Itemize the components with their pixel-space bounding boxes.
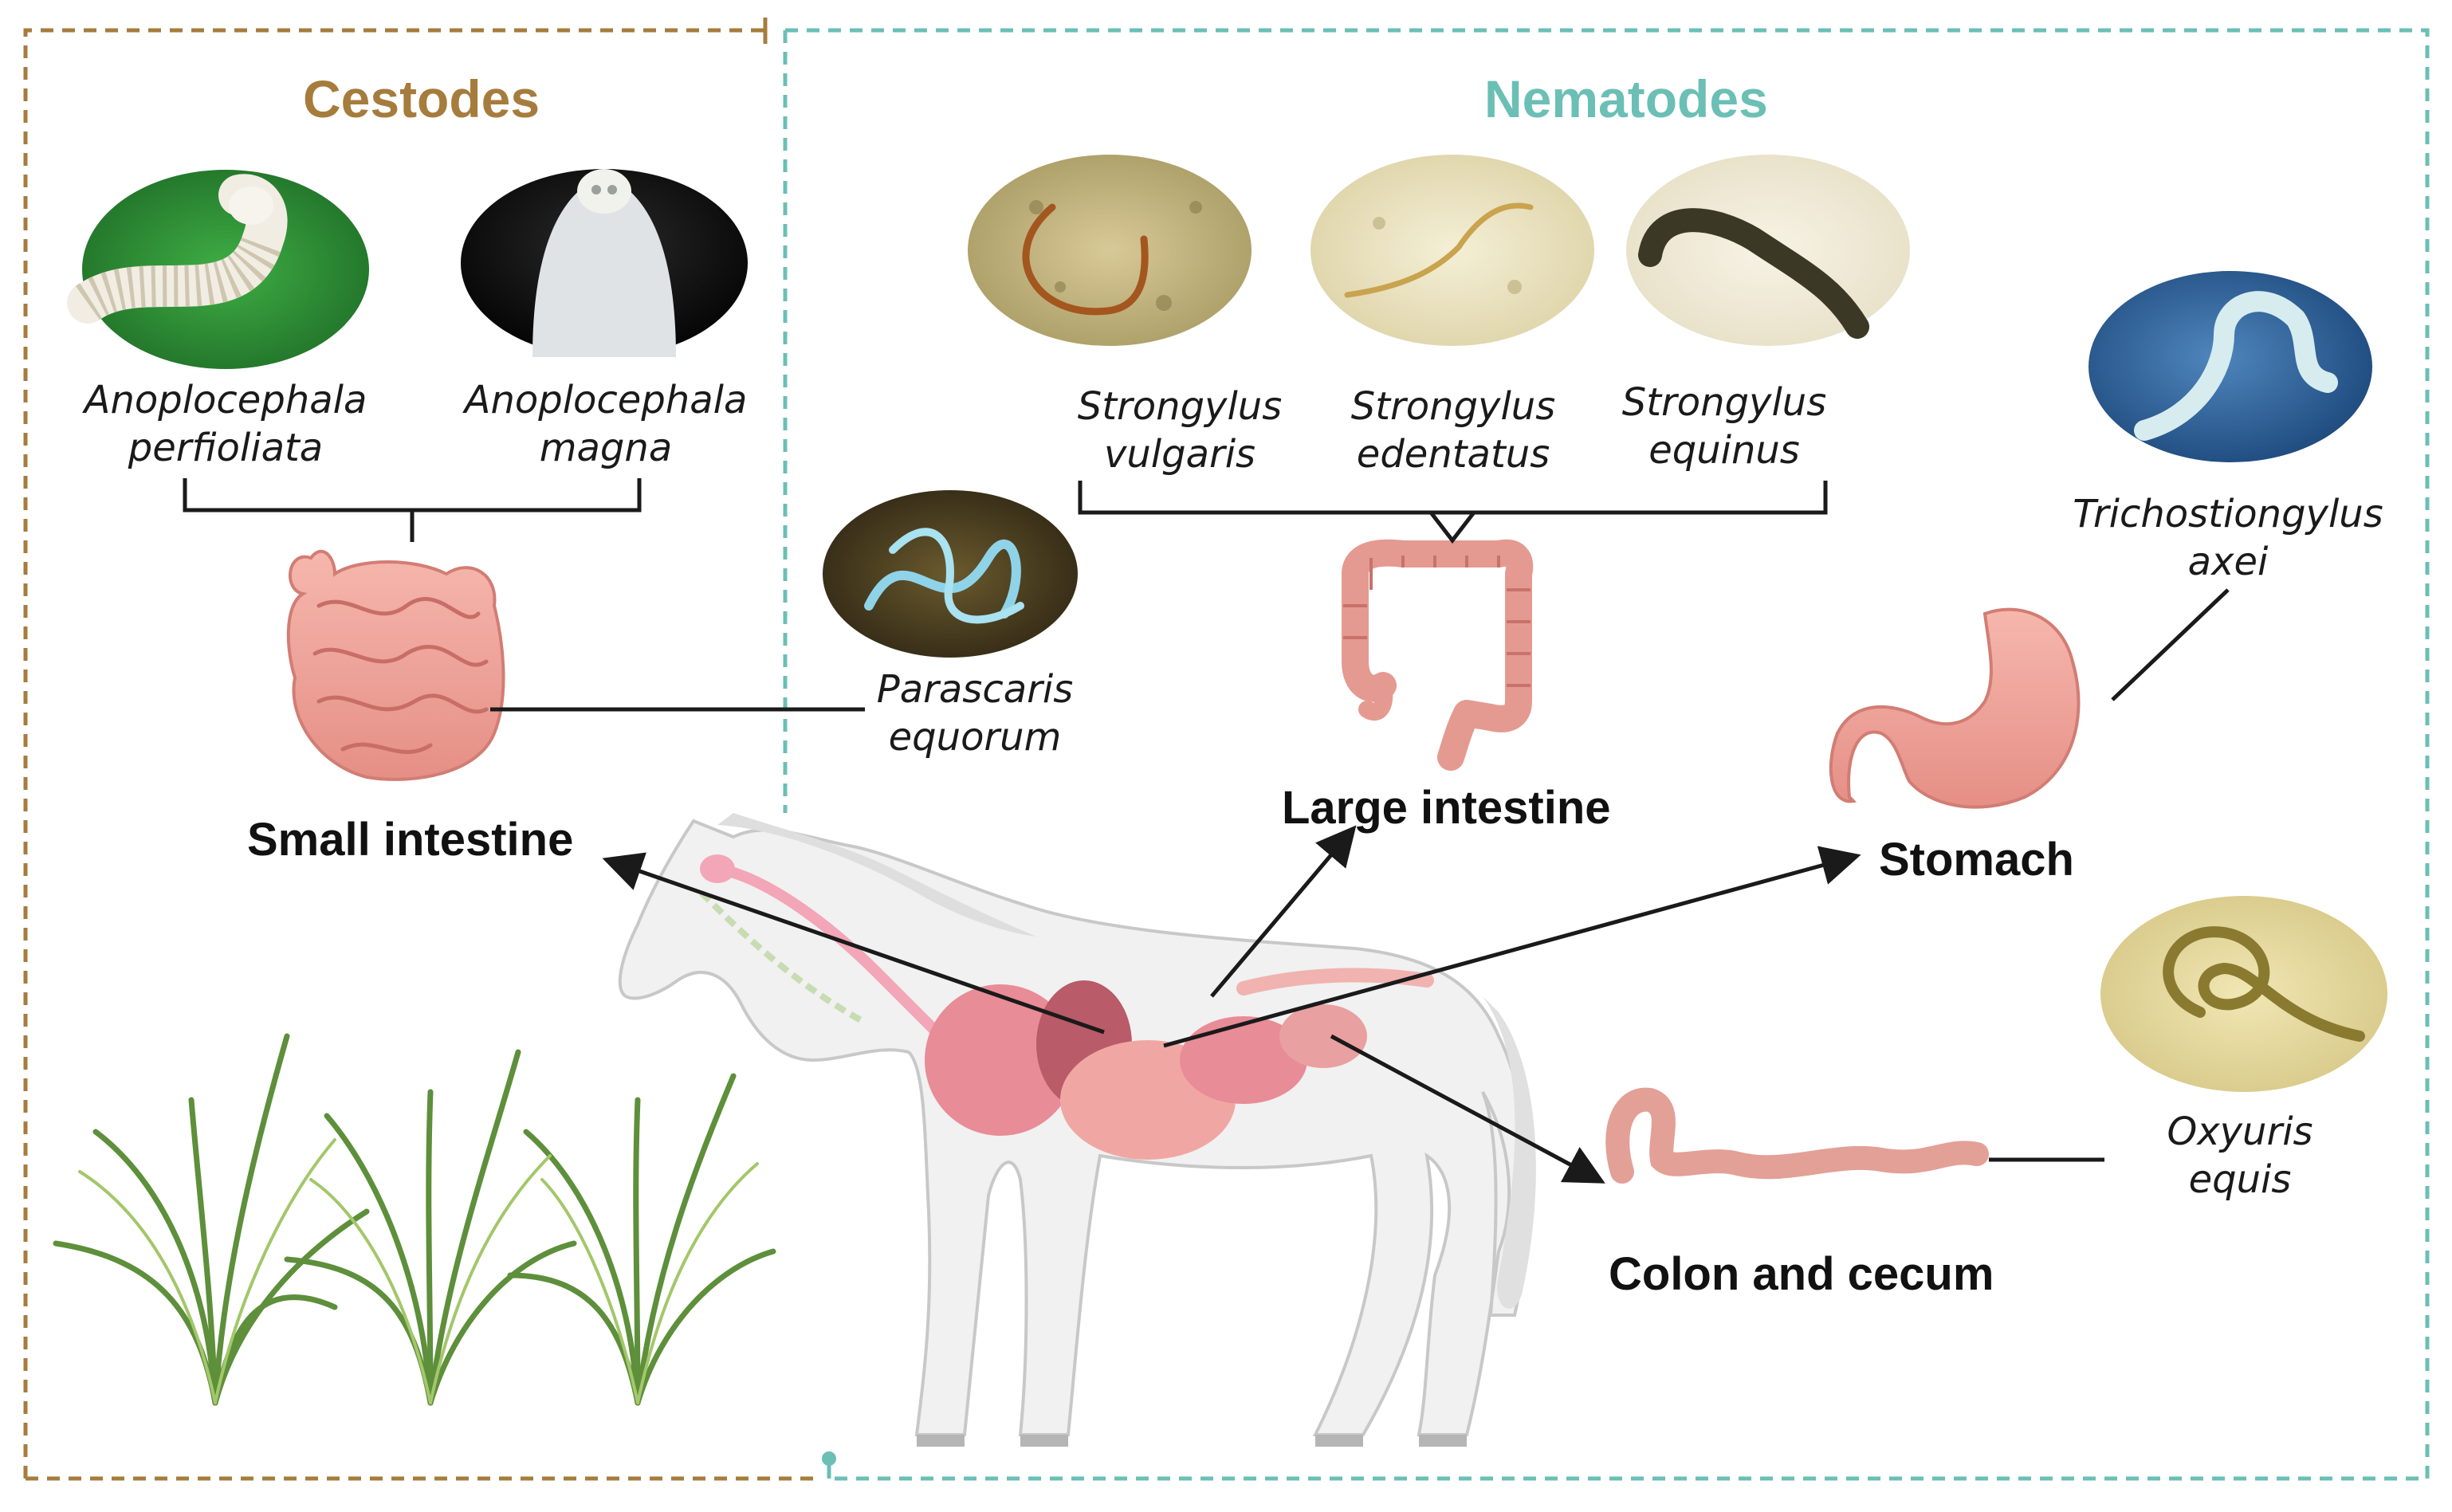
species-anoplocephala-magna: Anoplocephala magna (462, 376, 749, 472)
species-epithet: magna (539, 426, 673, 470)
anoplocephala-perfoliata-photo-icon (67, 170, 369, 369)
species-epithet: equis (2188, 1157, 2292, 1202)
arrow-small-intestine (602, 852, 1105, 1035)
cestodes-frame (23, 18, 821, 1481)
organ-label-stomach: Stomach (1879, 834, 2074, 886)
species-oxyuris-equis: Oxyuris equis (2096, 1108, 2383, 1204)
organ-label-large-intestine: Large intestine (1282, 782, 1611, 834)
parascaris-equorum-photo-icon (823, 490, 1078, 658)
species-genus: Oxyuris (2167, 1109, 2313, 1154)
species-epithet: edentatus (1356, 432, 1550, 477)
grass-illustration (53, 1033, 776, 1406)
cestode-bracket (183, 478, 642, 542)
stomach-icon (1829, 607, 2081, 809)
anoplocephala-magna-photo-icon (461, 169, 748, 357)
species-strongylus-edentatus: Strongylus edentatus (1310, 383, 1597, 478)
horse-illustration (618, 813, 1536, 1447)
small-intestine-icon (286, 549, 505, 781)
trichostrongylus-axei-photo-icon (2089, 271, 2372, 462)
arrow-colon-cecum (1330, 1034, 1605, 1184)
species-parascaris-equorum: Parascaris equorum (831, 666, 1118, 761)
species-genus: Parascaris (876, 667, 1074, 712)
strongylus-edentatus-photo-icon (1310, 155, 1594, 346)
species-epithet: vulgaris (1103, 432, 1256, 477)
trichostrongylus-to-stomach-line (2111, 588, 2230, 701)
organ-label-small-intestine: Small intestine (247, 814, 574, 866)
species-genus: Strongylus (1077, 384, 1283, 429)
species-epithet: equinus (1648, 428, 1800, 473)
nematodes-frame (783, 28, 2430, 1481)
strongylus-equinus-photo-icon (1626, 155, 1910, 346)
nematodes-title: Nematodes (1484, 69, 1768, 128)
strongylus-vulgaris-photo-icon (968, 155, 1252, 346)
cestodes-title: Cestodes (303, 69, 540, 128)
species-strongylus-equinus: Strongylus equinus (1581, 379, 1868, 474)
species-genus: Anoplocephala (464, 378, 748, 422)
organ-label-colon-cecum: Colon and cecum (1609, 1248, 1994, 1300)
species-strongylus-vulgaris: Strongylus vulgaris (1036, 383, 1323, 478)
species-trichostrongylus-axei: Trichostiongylus axei (2061, 490, 2395, 586)
species-epithet: equorum (888, 715, 1062, 760)
colon-cecum-icon (1605, 1087, 1989, 1184)
species-genus: Strongylus (1350, 384, 1556, 429)
species-genus: Trichostiongylus (2073, 492, 2383, 536)
oxyuris-equis-photo-icon (2100, 896, 2387, 1092)
species-genus: Strongylus (1621, 380, 1827, 425)
arrow-stomach (1163, 846, 1861, 1048)
species-epithet: axei (2187, 540, 2269, 584)
species-anoplocephala-perfoliata: Anoplocephala perfioliata (82, 376, 369, 472)
species-epithet: perfioliata (128, 426, 324, 470)
species-genus: Anoplocephala (84, 378, 367, 422)
large-intestine-icon (1342, 539, 1534, 771)
arrow-large-intestine (1210, 825, 1357, 998)
strongylus-bracket (1078, 481, 1828, 544)
